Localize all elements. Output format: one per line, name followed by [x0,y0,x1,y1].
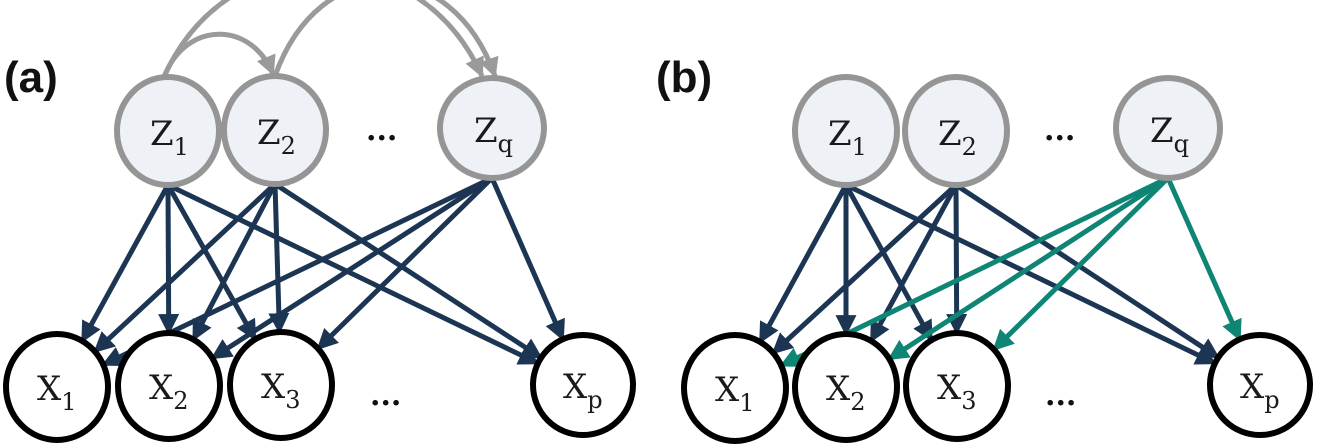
observed-nodes: X1 X2 X3 ... Xp [3,329,636,443]
observed-node-circle [227,329,335,441]
panel-a: (a) Z1 Z2 ... Zq X1 X [3,0,636,443]
observed-node-circle [681,332,789,444]
latent-node-zq: Zq [437,75,547,181]
node-label: X2 [826,369,866,416]
observed-ellipsis: ... [1045,378,1076,413]
latent-node-circle [114,74,222,188]
node-label: X3 [937,368,977,415]
edges [758,175,1242,368]
node-label: X3 [261,367,301,414]
observed-node-circle [530,332,636,438]
node-label: Zq [1150,111,1189,158]
edge-z2-to-x1 [771,183,958,355]
panel-label-b: (b) [656,53,712,102]
latent-node-circle [1113,75,1223,181]
edge-z2-to-x3 [268,183,290,335]
observed-node-circle [3,331,111,443]
node-label: X1 [715,370,755,417]
latent-node-circle [902,74,1010,188]
latent-nodes: Z1 Z2 ... Zq [792,74,1223,188]
edges [80,175,566,368]
latent-node-z1: Z1 [792,74,900,188]
observed-node-x1: X1 [3,331,111,443]
latent-node-z1: Z1 [114,74,222,188]
latent-ellipsis: ... [366,113,397,148]
observed-node-xp: Xp [1207,332,1313,438]
observed-node-x3: X3 [227,329,335,441]
arc-z1-to-zq [161,0,485,79]
edge-z1-to-x3 [165,183,258,342]
node-label: Z1 [828,114,867,161]
observed-node-circle [792,331,900,443]
observed-node-circle [1207,332,1313,438]
edge-zq-to-x2 [887,175,1170,362]
edge-z2-to-x1 [93,182,277,354]
observed-node-x3: X3 [903,330,1011,442]
latent-node-z2: Z2 [902,74,1010,188]
node-label: Xp [563,367,603,414]
node-label: Z2 [257,113,296,160]
edge-zq-to-x3 [316,176,494,351]
panel-b: (b) Z1 Z2 ... Zq X1 X [656,53,1313,444]
observed-node-xp: Xp [530,332,636,438]
observed-node-x1: X1 [681,332,789,444]
latent-node-circle [792,74,900,188]
edge-z2-to-xp [954,182,1220,360]
observed-node-x2: X2 [115,330,223,442]
node-label: Z1 [150,114,189,161]
node-label: Xp [1240,367,1280,414]
observed-node-circle [115,330,223,442]
edge-z2-to-x3 [946,184,968,336]
edge-zq-to-x2 [210,175,494,361]
arc-z2-to-zq [272,0,499,78]
edge-zq-to-xp [1165,176,1242,342]
node-label: X1 [37,369,77,416]
latent-node-zq: Zq [1113,75,1223,181]
latent-arcs [161,0,499,79]
arc-z1-to-z2 [161,31,276,78]
panel-label-a: (a) [4,53,58,102]
edge-z1-to-xp [166,182,540,366]
latent-node-circle [221,73,329,187]
edge-z1-to-x1 [758,183,849,344]
edge-z1-to-x2 [158,184,180,336]
latent-nodes: Z1 Z2 ... Zq [114,73,547,188]
observed-node-x2: X2 [792,331,900,443]
edge-z1-to-x1 [80,183,171,343]
latent-ellipsis: ... [1044,113,1075,148]
observed-node-circle [903,330,1011,442]
node-label: X2 [149,368,189,415]
edge-z1-to-x3 [843,183,934,342]
edge-zq-to-x3 [992,176,1170,352]
edge-z1-to-xp [844,182,1217,366]
latent-node-circle [437,75,547,181]
latent-node-z2: Z2 [221,73,329,187]
node-label: Z2 [938,114,977,161]
observed-ellipsis: ... [370,378,401,413]
edge-z2-to-xp [273,181,543,360]
node-label: Zq [474,111,513,158]
edge-zq-to-xp [489,176,566,342]
observed-nodes: X1 X2 X3 ... Xp [681,330,1313,444]
